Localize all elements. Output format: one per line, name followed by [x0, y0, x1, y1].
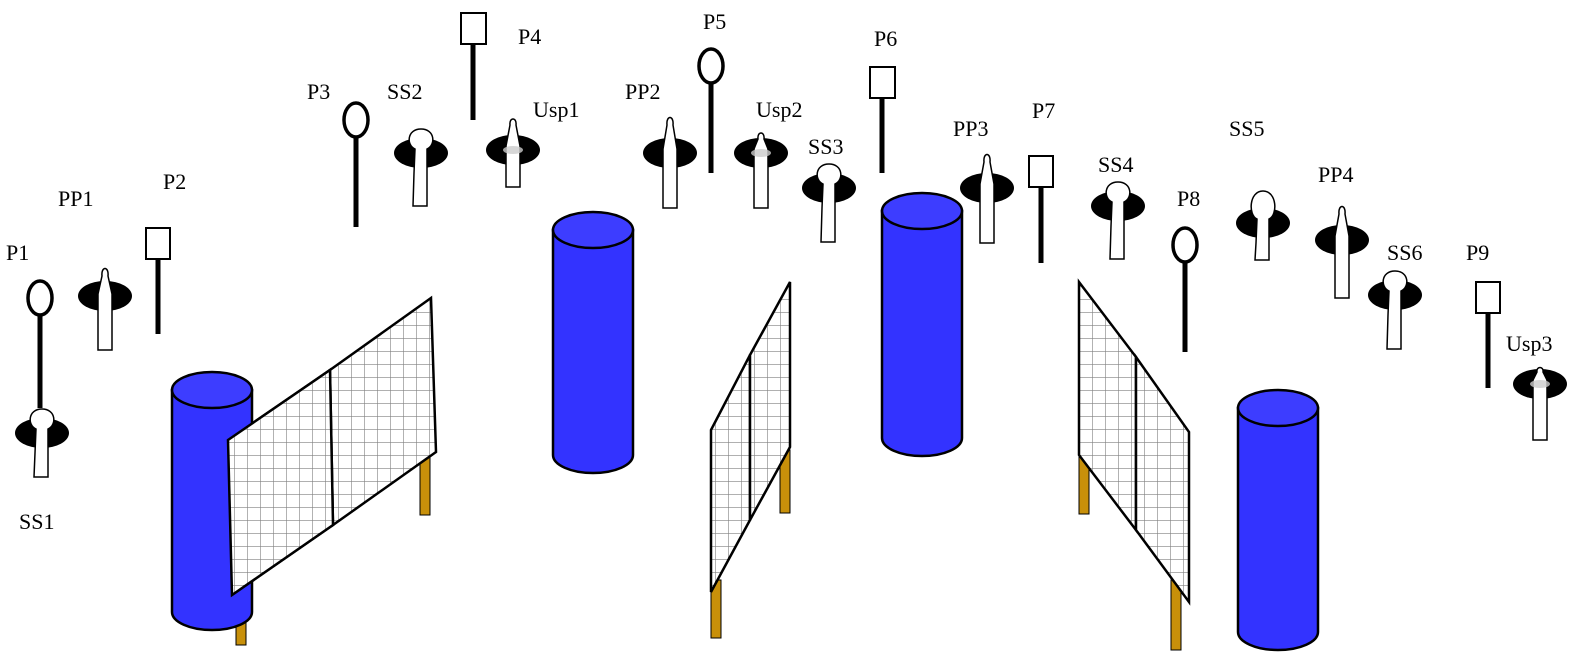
- label-ss4: SS4: [1098, 152, 1133, 177]
- label-p4: P4: [518, 24, 541, 49]
- popper-pp4: [1315, 205, 1369, 299]
- unknown-steel-usp3: [1513, 366, 1567, 441]
- paper-target-round-p5: [697, 47, 725, 173]
- label-usp2: Usp2: [756, 97, 802, 122]
- barrel-2: [551, 210, 635, 475]
- label-ss5: SS5: [1229, 116, 1264, 141]
- steel-plate-ss2: [394, 128, 448, 207]
- label-p8: P8: [1177, 186, 1200, 211]
- steel-plate-ss5: [1236, 190, 1290, 261]
- label-pp1: PP1: [58, 186, 93, 211]
- label-pp3: PP3: [953, 116, 988, 141]
- label-ss6: SS6: [1387, 240, 1422, 265]
- steel-plate-ss3: [802, 163, 856, 243]
- fence-middle: [709, 281, 792, 639]
- fence-right: [1077, 278, 1191, 651]
- steel-plate-ss1: [15, 408, 69, 478]
- square-target-p9: [1475, 281, 1501, 388]
- steel-plate-ss4: [1091, 181, 1145, 260]
- square-target-p2: [145, 227, 171, 334]
- steel-plate-ss6: [1368, 270, 1422, 350]
- label-ss2: SS2: [387, 79, 422, 104]
- unknown-steel-usp2: [734, 132, 788, 209]
- label-p9: P9: [1466, 240, 1489, 265]
- label-usp3: Usp3: [1506, 331, 1552, 356]
- label-pp4: PP4: [1318, 162, 1353, 187]
- label-p1: P1: [6, 240, 29, 265]
- popper-pp3: [960, 153, 1014, 244]
- label-ss1: SS1: [19, 509, 54, 534]
- paper-target-round-p8: [1171, 226, 1199, 352]
- square-target-p4: [460, 12, 487, 120]
- barrel-3: [880, 191, 964, 458]
- popper-pp2: [643, 116, 697, 209]
- paper-target-round-p1: [26, 279, 54, 408]
- unknown-steel-usp1: [486, 118, 540, 188]
- label-usp1: Usp1: [533, 97, 579, 122]
- label-pp2: PP2: [625, 79, 660, 104]
- label-p6: P6: [874, 26, 897, 51]
- barrel-4: [1236, 388, 1320, 652]
- square-target-p6: [869, 66, 896, 173]
- label-p5: P5: [703, 9, 726, 34]
- label-p7: P7: [1032, 98, 1055, 123]
- fence-left-front-panel: [226, 367, 335, 598]
- popper-pp1: [78, 267, 132, 351]
- paper-target-round-p3: [342, 101, 370, 227]
- label-p2: P2: [163, 169, 186, 194]
- label-p3: P3: [307, 79, 330, 104]
- label-ss3: SS3: [808, 134, 843, 159]
- square-target-p7: [1028, 155, 1054, 263]
